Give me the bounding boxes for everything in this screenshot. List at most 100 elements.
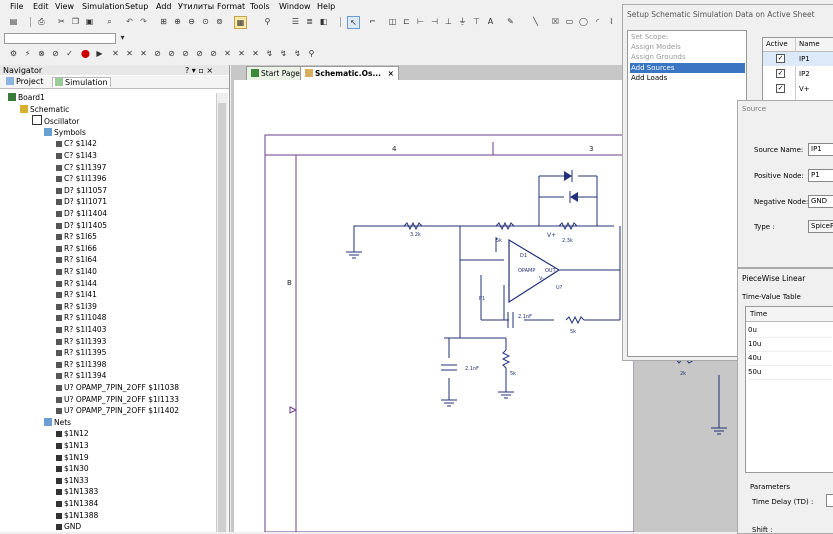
time-value-table[interactable]: Time 0u 10u 40u 50u	[745, 306, 833, 473]
options-icon[interactable]: ◧	[319, 17, 328, 26]
tree-item[interactable]: U? OPAMP_7PIN_2OFF $1I1133	[56, 394, 179, 406]
active-checkbox[interactable]: ✓	[776, 84, 785, 93]
tree-item[interactable]: R? $1I39	[56, 301, 97, 313]
scope-add-loads[interactable]: Add Loads	[631, 74, 668, 82]
scope-add-sources[interactable]: Add Sources	[630, 63, 745, 73]
menu-tools[interactable]: Tools	[250, 2, 270, 11]
time-row[interactable]: 50u	[748, 365, 832, 380]
source-name-field[interactable]: IP1	[808, 143, 833, 156]
sim-option-6-icon[interactable]: ⊘	[182, 49, 189, 58]
sim-option-2-icon[interactable]: ✕	[126, 49, 133, 58]
tree-item[interactable]: $1N12	[56, 428, 89, 440]
sim-option-8-icon[interactable]: ⊘	[210, 49, 217, 58]
tree-item[interactable]: R? $1I1393	[56, 336, 106, 348]
zoom-in-icon[interactable]: ⊕	[174, 17, 181, 26]
sim-source-icon[interactable]: ⊗	[38, 49, 45, 58]
time-row[interactable]: 10u	[748, 337, 832, 352]
sim-option-11-icon[interactable]: ✕	[252, 49, 259, 58]
ground-icon[interactable]: ⊤	[473, 17, 480, 26]
tree-item[interactable]: Oscillator	[32, 115, 79, 127]
sim-option-15-icon[interactable]: ⚲	[308, 49, 315, 58]
redo-icon[interactable]: ↷	[140, 17, 147, 26]
tree-item[interactable]: R? $1I41	[56, 289, 97, 301]
scope-assign-models[interactable]: Assign Models	[631, 43, 681, 51]
menu-window[interactable]: Window	[279, 2, 311, 11]
sim-probe-icon[interactable]: ⚡	[24, 49, 31, 58]
tree-item[interactable]: $1N13	[56, 440, 89, 452]
tree-item[interactable]: R? $1I1394	[56, 370, 106, 382]
context-dropdown[interactable]	[4, 33, 116, 44]
sim-option-5-icon[interactable]: ⊘	[168, 49, 175, 58]
wire-icon[interactable]: ⌐	[369, 17, 376, 26]
bus-icon[interactable]: ⊏	[403, 17, 410, 26]
tree-item[interactable]: D? $1I1057	[56, 185, 107, 197]
sim-option-13-icon[interactable]: ↯	[280, 49, 287, 58]
sim-option-4-icon[interactable]: ⊘	[154, 49, 161, 58]
find-icon[interactable]: ⌕	[107, 17, 112, 26]
type-dropdown[interactable]: SpicePr	[808, 220, 833, 233]
tree-item[interactable]: Board1	[8, 92, 45, 104]
port-icon[interactable]: ⊣	[431, 17, 438, 26]
junction-icon[interactable]: ⊥	[445, 17, 452, 26]
polyline-icon[interactable]: ⌇	[609, 17, 614, 26]
tree-item[interactable]: D? $1I1405	[56, 220, 107, 232]
sim-option-12-icon[interactable]: ↯	[266, 49, 273, 58]
sim-option-10-icon[interactable]: ✕	[238, 49, 245, 58]
new-icon[interactable]: ▤	[9, 17, 18, 26]
tree-item[interactable]: C? $1I1396	[56, 173, 106, 185]
tree-item[interactable]: R? $1I1395	[56, 347, 106, 359]
tab-schematic[interactable]: Schematic.Os... ×	[300, 66, 399, 80]
tree-item[interactable]: D? $1I1071	[56, 196, 107, 208]
line-icon[interactable]: ╲	[533, 17, 538, 26]
tree-item[interactable]: U? OPAMP_7PIN_2OFF $1I1038	[56, 382, 179, 394]
positive-node-field[interactable]: P1	[808, 169, 833, 182]
tree-item[interactable]: Symbols	[44, 127, 86, 139]
tree-item[interactable]: $1N30	[56, 463, 89, 475]
menu-format[interactable]: Format	[217, 2, 246, 11]
cut-icon[interactable]: ✂	[58, 17, 65, 26]
time-row[interactable]: 40u	[748, 351, 832, 366]
tree-item[interactable]: R? $1I66	[56, 243, 97, 255]
tree-item[interactable]: $1N1383	[56, 486, 98, 498]
tree-item[interactable]: R? $1I40	[56, 266, 97, 278]
tree-item[interactable]: R? $1I1398	[56, 359, 106, 371]
tree-item[interactable]: Nets	[44, 417, 71, 429]
tree-item[interactable]: D? $1I1404	[56, 208, 107, 220]
sim-run-icon[interactable]: ▶	[96, 49, 103, 58]
scope-list[interactable]: Set Scope: Assign Models Assign Grounds …	[627, 30, 747, 357]
sim-option-7-icon[interactable]: ⊘	[196, 49, 203, 58]
sim-option-9-icon[interactable]: ✕	[224, 49, 231, 58]
graphics-icon[interactable]: ✎	[507, 17, 514, 26]
navigator-controls[interactable]: ? ▾ ▫ ×	[185, 66, 214, 75]
tree-item[interactable]: C? $1I42	[56, 138, 97, 150]
properties-icon[interactable]: ☰	[291, 17, 300, 26]
tree-item[interactable]: R? $1I65	[56, 231, 97, 243]
menu-view[interactable]: View	[55, 2, 74, 11]
net-label-icon[interactable]: ⊢	[417, 17, 424, 26]
sim-option-3-icon[interactable]: ✕	[140, 49, 147, 58]
rect-icon[interactable]: ▭	[565, 17, 574, 26]
dropdown-arrow-icon[interactable]: ▾	[120, 33, 125, 42]
active-checkbox[interactable]: ✓	[776, 54, 785, 63]
tree-item[interactable]: $1N19	[56, 452, 89, 464]
menu-setup[interactable]: Setup	[125, 2, 149, 11]
sim-stop-icon[interactable]: ⬤	[81, 49, 90, 58]
copy-icon[interactable]: ❐	[71, 17, 80, 26]
tree-item[interactable]: C? $1I43	[56, 150, 97, 162]
tree-item[interactable]: $1N1388	[56, 510, 98, 522]
part-icon[interactable]: ◫	[388, 17, 397, 26]
select-filter-icon[interactable]: ▦	[234, 16, 247, 29]
undo-icon[interactable]: ↶	[126, 17, 133, 26]
menu-help[interactable]: Help	[317, 2, 336, 11]
menu-utilities[interactable]: Утилиты	[178, 2, 215, 11]
tree-item[interactable]: R? $1I44	[56, 278, 97, 290]
tree-item[interactable]: Schematic	[20, 104, 69, 116]
negative-node-field[interactable]: GND	[808, 195, 833, 208]
layers-icon[interactable]: ≣	[306, 17, 313, 26]
sim-model-icon[interactable]: ⊘	[52, 49, 59, 58]
tab-simulation[interactable]: Simulation	[52, 77, 111, 87]
sim-option-14-icon[interactable]: ↯	[294, 49, 301, 58]
arc-icon[interactable]: ◜	[595, 17, 600, 26]
schematic-canvas[interactable]: 4 3 B	[234, 80, 634, 532]
tab-project[interactable]: Project	[6, 77, 43, 86]
